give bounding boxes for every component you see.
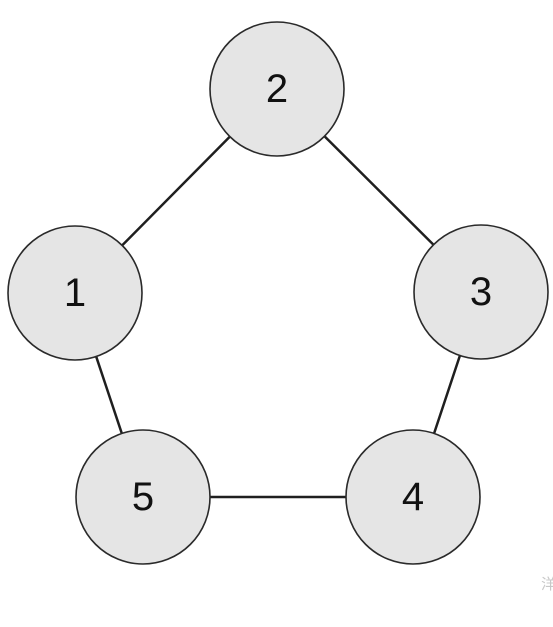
node-4: 4 xyxy=(345,429,481,565)
node-3: 3 xyxy=(413,224,549,360)
node-circle-3 xyxy=(413,224,549,360)
nodes-layer: 1 2 3 4 5 xyxy=(7,21,549,565)
watermark-text: 洋 xyxy=(541,575,553,593)
edge-5-1 xyxy=(94,355,124,435)
node-label-4: 4 xyxy=(402,475,424,519)
node-circle-2 xyxy=(209,21,345,157)
node-circle-1 xyxy=(7,225,143,361)
node-label-1: 1 xyxy=(64,271,86,315)
node-circle-4 xyxy=(345,429,481,565)
edge-2-3 xyxy=(323,135,435,246)
node-circle-5 xyxy=(75,429,211,565)
node-5: 5 xyxy=(75,429,211,565)
node-label-2: 2 xyxy=(266,67,288,111)
edges-layer xyxy=(94,135,462,499)
edge-3-4 xyxy=(432,354,462,435)
node-label-3: 3 xyxy=(470,270,492,314)
node-label-5: 5 xyxy=(132,475,154,519)
node-2: 2 xyxy=(209,21,345,157)
node-1: 1 xyxy=(7,225,143,361)
edge-1-2 xyxy=(120,135,232,247)
